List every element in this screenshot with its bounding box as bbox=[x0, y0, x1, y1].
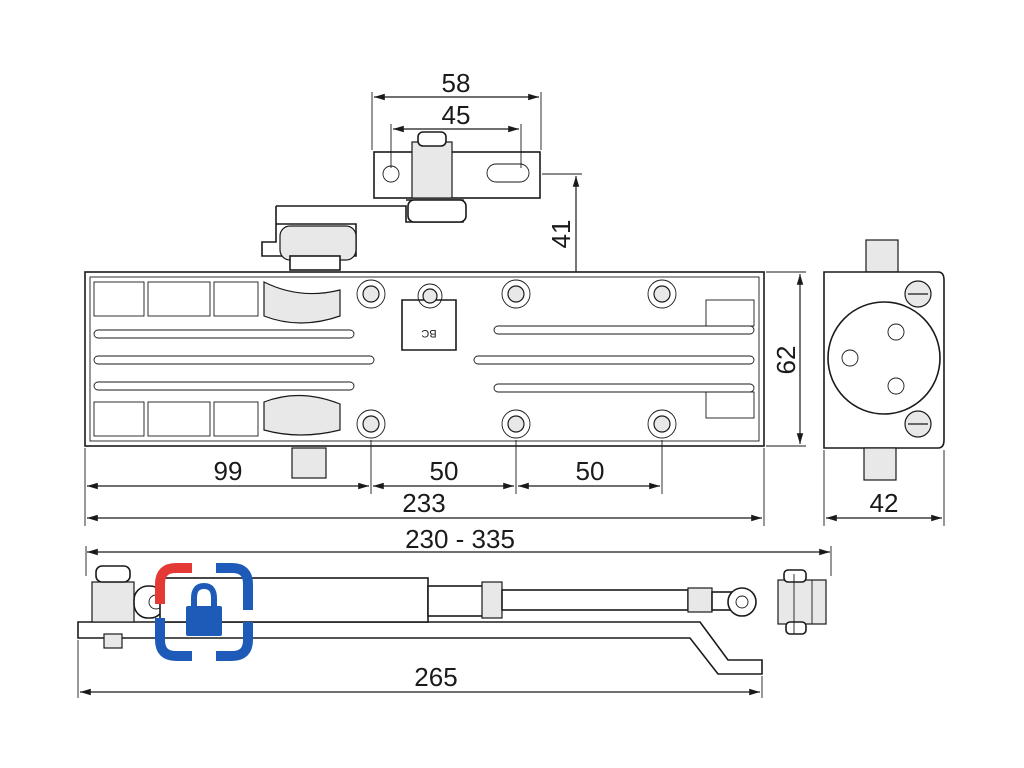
side-view bbox=[823, 239, 945, 481]
closer-body: BC bbox=[84, 271, 765, 479]
bc-mark: BC bbox=[421, 327, 436, 339]
dim-45: 45 bbox=[442, 100, 471, 130]
lock-shield-logo bbox=[155, 563, 253, 661]
arm-bracket bbox=[261, 131, 541, 271]
dim-58: 58 bbox=[442, 68, 471, 98]
dim-50-second: 50 bbox=[576, 456, 605, 486]
dim-233: 233 bbox=[402, 488, 445, 518]
dim-230-335: 230 - 335 bbox=[405, 524, 515, 554]
dim-42: 42 bbox=[870, 488, 899, 518]
dim-50-first: 50 bbox=[430, 456, 459, 486]
dim-99: 99 bbox=[214, 456, 243, 486]
dim-41: 41 bbox=[546, 220, 576, 249]
dim-265: 265 bbox=[414, 662, 457, 692]
dim-62: 62 bbox=[771, 346, 801, 375]
